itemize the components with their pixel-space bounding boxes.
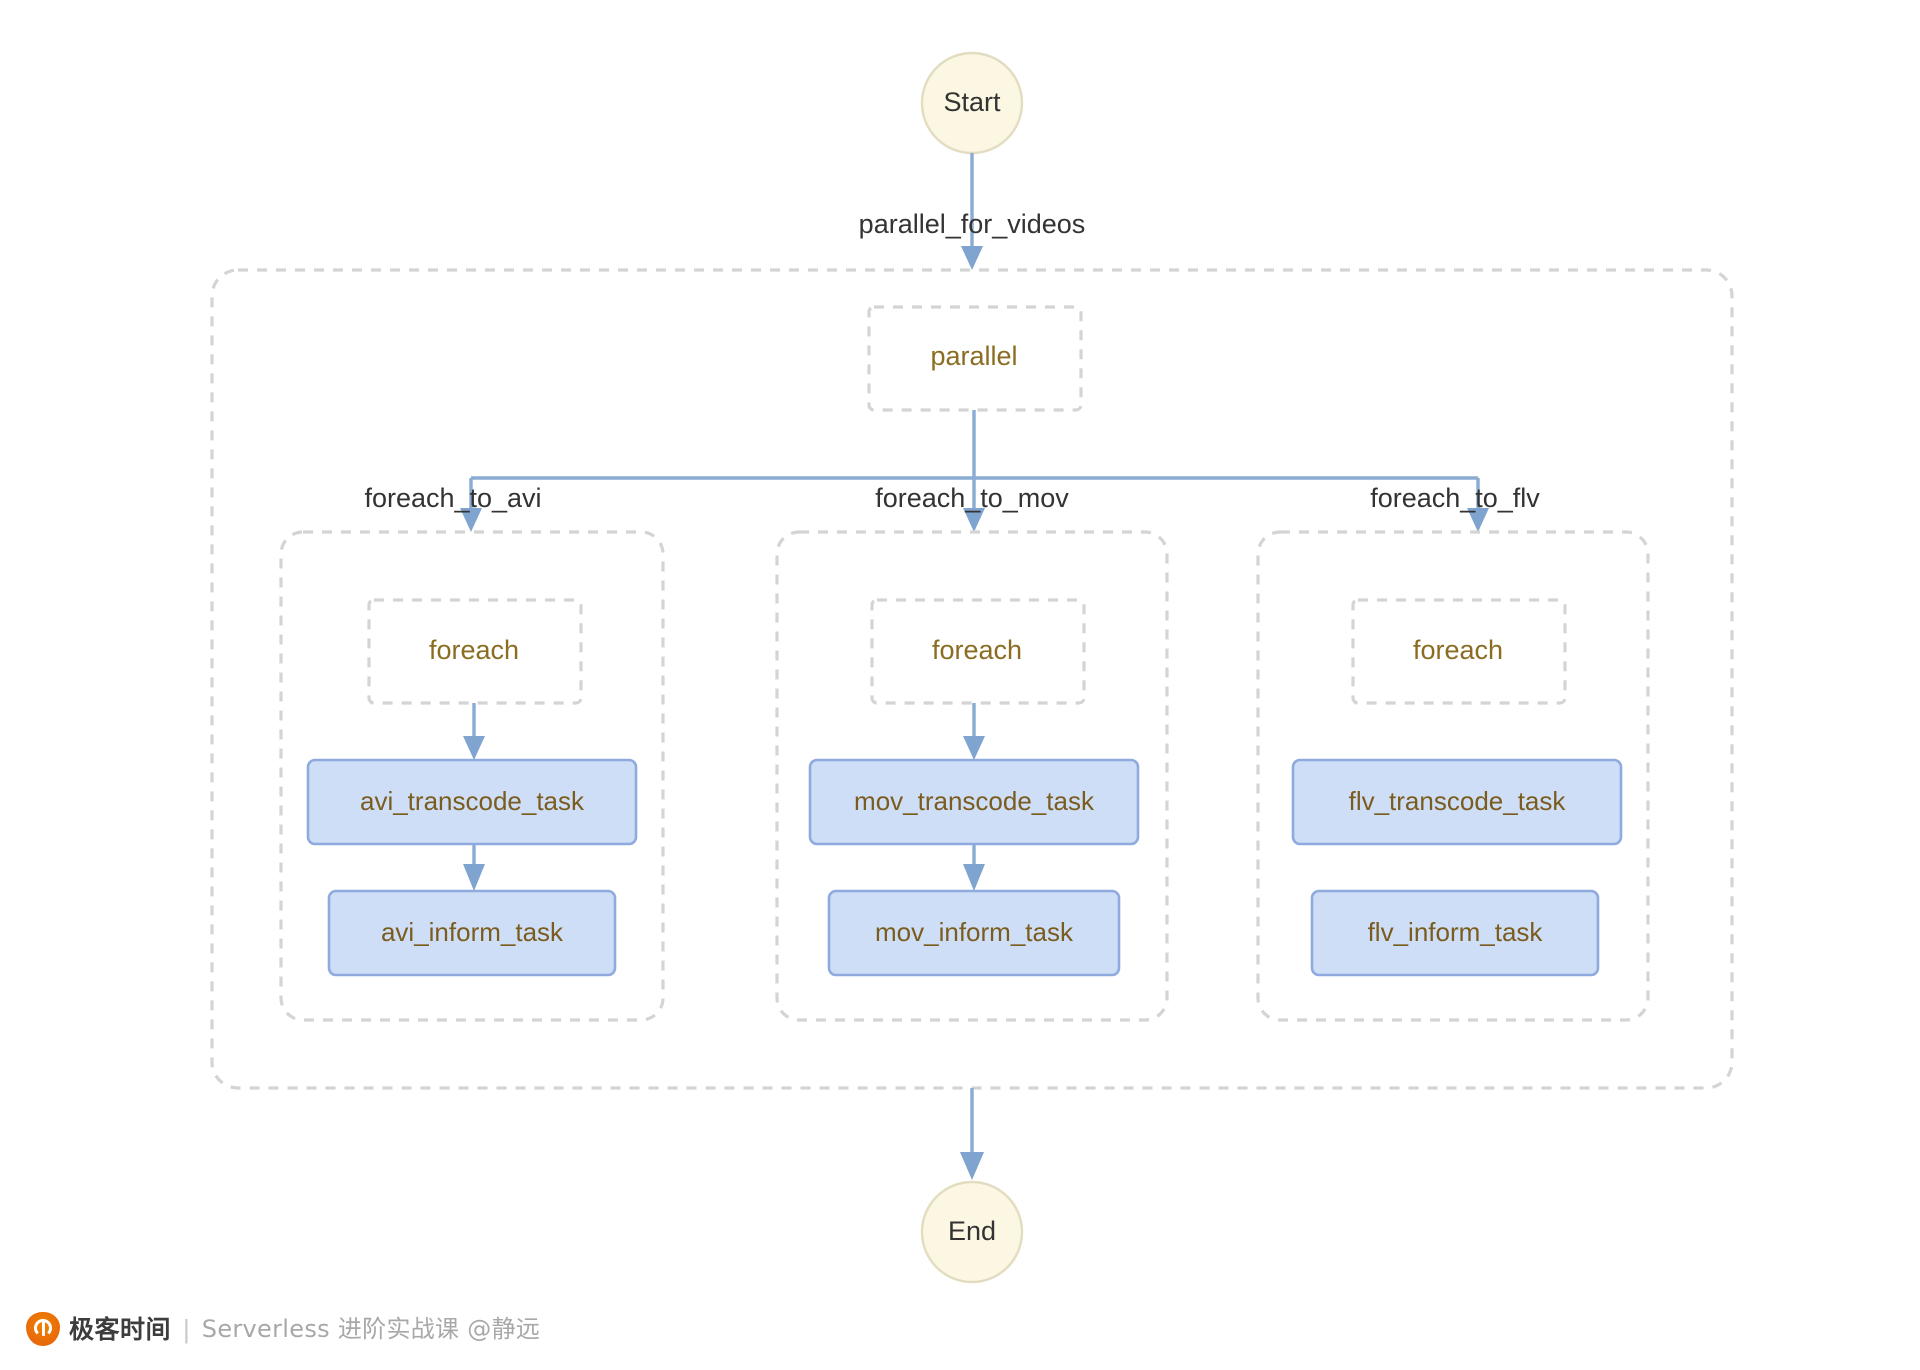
node-parallel-label: parallel	[930, 341, 1017, 371]
edge-foreach-avi-to-transcode	[463, 703, 485, 760]
node-foreach-avi	[367, 598, 583, 705]
geekbang-logo-icon	[26, 1312, 60, 1346]
edge-start-to-parallel-group	[961, 153, 983, 270]
group-foreach-to-avi	[279, 530, 665, 1022]
group-foreach-to-flv	[1256, 530, 1650, 1022]
footer-divider: |	[183, 1314, 190, 1344]
brand-name: 极客时间	[69, 1314, 172, 1344]
node-parallel	[867, 305, 1083, 412]
task-mov-inform[interactable]	[827, 889, 1121, 977]
node-foreach-flv	[1351, 598, 1567, 705]
task-flv-transcode[interactable]	[1291, 758, 1623, 846]
edge-label-foreach-to-flv: foreach_to_flv	[1370, 483, 1540, 513]
task-flv-inform[interactable]	[1310, 889, 1600, 977]
task-flv-transcode-label: flv_transcode_task	[1349, 786, 1567, 816]
edge-foreach-mov-to-transcode	[963, 703, 985, 760]
node-foreach-flv-label: foreach	[1413, 635, 1503, 665]
edge-parallel-fanout	[460, 410, 1489, 532]
edge-label-parallel-for-videos: parallel_for_videos	[859, 209, 1086, 239]
end-node-label: End	[948, 1216, 996, 1246]
node-foreach-mov-label: foreach	[932, 635, 1022, 665]
task-mov-transcode-label: mov_transcode_task	[854, 786, 1095, 816]
footer-watermark: 极客时间 | Serverless 进阶实战课 @静远	[26, 1308, 540, 1350]
node-foreach-mov	[870, 598, 1086, 705]
group-foreach-to-mov	[775, 530, 1169, 1022]
node-foreach-avi-label: foreach	[429, 635, 519, 665]
task-avi-inform-label: avi_inform_task	[381, 917, 564, 947]
edge-label-foreach-to-avi: foreach_to_avi	[364, 483, 541, 513]
task-avi-transcode[interactable]	[306, 758, 638, 846]
task-mov-inform-label: mov_inform_task	[875, 917, 1074, 947]
edge-avi-transcode-to-inform	[463, 844, 485, 891]
end-node	[920, 1180, 1024, 1284]
edge-mov-transcode-to-inform	[963, 844, 985, 891]
edge-label-foreach-to-mov: foreach_to_mov	[875, 483, 1069, 513]
task-avi-transcode-label: avi_transcode_task	[360, 786, 585, 816]
course-name: Serverless 进阶实战课 @静远	[201, 1315, 541, 1343]
edge-parallel-group-to-end	[960, 1088, 984, 1180]
start-node-label: Start	[943, 87, 1001, 117]
task-avi-inform[interactable]	[327, 889, 617, 977]
task-flv-inform-label: flv_inform_task	[1368, 917, 1544, 947]
